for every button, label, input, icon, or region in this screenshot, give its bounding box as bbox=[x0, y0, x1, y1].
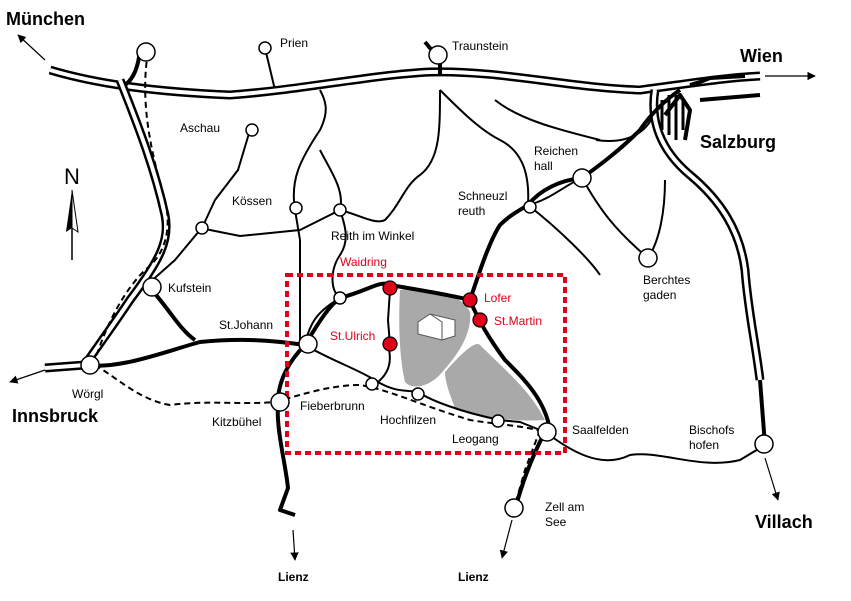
town-label-berchtesgaden-2: gaden bbox=[643, 288, 676, 302]
highlighted-markers bbox=[382, 280, 488, 352]
town-label-reichenhall-2: hall bbox=[534, 159, 553, 173]
town-marker-woergl bbox=[80, 355, 100, 375]
motorways bbox=[44, 65, 765, 381]
town-label-st-ulrich: St.Ulrich bbox=[330, 329, 375, 343]
town-marker-kufstein bbox=[142, 277, 162, 297]
mountain-area bbox=[399, 288, 545, 421]
town-label-koessen: Kössen bbox=[232, 194, 272, 208]
highlight-frame bbox=[285, 273, 567, 455]
exit-label-lienz-east: Lienz bbox=[458, 570, 489, 584]
town-marker-prien bbox=[258, 41, 272, 55]
town-marker-traunstein bbox=[428, 45, 448, 65]
town-marker-reith bbox=[333, 203, 347, 217]
town-label-traunstein: Traunstein bbox=[452, 39, 508, 53]
exit-label-lienz-west: Lienz bbox=[278, 570, 309, 584]
town-label-lofer: Lofer bbox=[484, 291, 511, 305]
town-label-waidring: Waidring bbox=[340, 255, 387, 269]
town-marker-zell-am-see bbox=[504, 498, 524, 518]
town-markers bbox=[80, 41, 774, 518]
salzburg-city-hatch bbox=[660, 95, 685, 140]
town-label-reichenhall-1: Reichen bbox=[534, 144, 578, 158]
main-roads bbox=[84, 40, 767, 517]
minor-roads bbox=[129, 47, 766, 464]
town-label-hochfilzen: Hochfilzen bbox=[380, 413, 436, 427]
railway bbox=[94, 51, 546, 506]
marker-lofer bbox=[462, 292, 478, 308]
city-label-muenchen: München bbox=[6, 9, 85, 29]
marker-waidring bbox=[382, 280, 398, 296]
city-label-villach: Villach bbox=[755, 512, 813, 532]
compass: N bbox=[64, 164, 80, 260]
town-marker-st-johann bbox=[298, 334, 318, 354]
direction-arrows bbox=[9, 34, 816, 561]
town-label-zell-am-see-2: See bbox=[545, 515, 567, 529]
town-label-saalfelden: Saalfelden bbox=[572, 423, 629, 437]
town-label-schneizlreuth-1: Schneuzl bbox=[458, 189, 507, 203]
town-marker-fieberbrunn bbox=[365, 377, 379, 391]
town-marker-saalfelden bbox=[537, 422, 557, 442]
marker-st-ulrich bbox=[382, 336, 398, 352]
town-marker-waidring-junction bbox=[333, 291, 347, 305]
town-label-leogang: Leogang bbox=[452, 432, 499, 446]
city-label-salzburg: Salzburg bbox=[700, 132, 776, 152]
town-label-schneizlreuth-2: reuth bbox=[458, 204, 485, 218]
town-label-kufstein: Kufstein bbox=[168, 281, 211, 295]
compass-north-label: N bbox=[64, 164, 80, 189]
town-marker-muenchen-station bbox=[136, 42, 156, 62]
town-marker-junction bbox=[195, 221, 209, 235]
town-label-woergl: Wörgl bbox=[72, 387, 103, 401]
city-label-wien: Wien bbox=[740, 46, 783, 66]
town-marker-aschau bbox=[245, 123, 259, 137]
town-marker-schneizlreuth bbox=[523, 200, 537, 214]
town-marker-berchtesgaden bbox=[638, 248, 658, 268]
town-marker-kitzbuehel bbox=[270, 392, 290, 412]
town-label-reith-im-winkel: Reith im Winkel bbox=[331, 229, 414, 243]
town-label-fieberbrunn: Fieberbrunn bbox=[300, 399, 365, 413]
town-label-aschau: Aschau bbox=[180, 121, 220, 135]
marker-st-martin bbox=[472, 312, 488, 328]
town-label-st-johann: St.Johann bbox=[219, 318, 273, 332]
town-marker-reichenhall bbox=[572, 168, 592, 188]
town-label-berchtesgaden-1: Berchtes bbox=[643, 273, 690, 287]
town-label-bischofshofen-1: Bischofs bbox=[689, 423, 734, 437]
town-label-st-martin: St.Martin bbox=[494, 314, 542, 328]
town-label-kitzbuehel: Kitzbühel bbox=[212, 415, 261, 429]
town-label-bischofshofen-2: hofen bbox=[689, 438, 719, 452]
town-marker-koessen bbox=[289, 201, 303, 215]
town-marker-hochfilzen bbox=[411, 387, 425, 401]
town-marker-bischofshofen bbox=[754, 434, 774, 454]
town-label-zell-am-see-1: Zell am bbox=[545, 500, 584, 514]
town-label-prien: Prien bbox=[280, 36, 308, 50]
city-label-innsbruck: Innsbruck bbox=[12, 406, 99, 426]
town-marker-leogang bbox=[491, 414, 505, 428]
